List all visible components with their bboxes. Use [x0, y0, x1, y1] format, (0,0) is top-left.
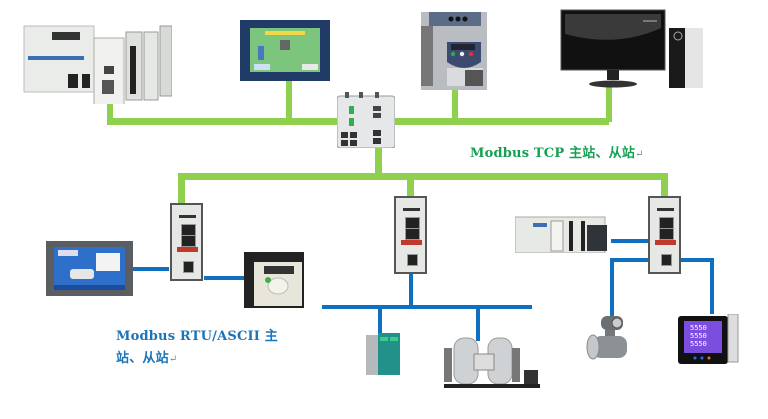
isolator-icon: [366, 333, 400, 375]
core-ethernet-switch[interactable]: [336, 92, 396, 149]
svg-text:5550: 5550: [690, 340, 707, 348]
gateway-3[interactable]: [648, 196, 681, 274]
svg-text:5550: 5550: [690, 332, 707, 340]
ethernet-drop-gw1: [178, 173, 185, 203]
serial-bus-gw2: [322, 305, 532, 309]
serial-link-hmi-gw1: [133, 267, 169, 271]
power-meter[interactable]: 5550 5550 5550: [678, 313, 740, 366]
dryer-icon: [444, 337, 540, 388]
switch-icon: [336, 92, 396, 149]
ethernet-drop-gw3: [661, 173, 668, 197]
ethernet-port-icon: [659, 228, 674, 240]
ethernet-port-icon: [181, 235, 196, 247]
brand-logo: [177, 247, 198, 252]
gateway-2[interactable]: [394, 196, 427, 274]
serial-port-icon: [407, 254, 418, 266]
hmi-icon: [46, 241, 133, 296]
flowmeter-icon: [586, 316, 627, 360]
gateway-led-strip: [657, 208, 674, 211]
ethernet-drop-hmi: [286, 80, 292, 122]
modbus-tcp-label: Modbus TCP 主站、从站↵: [470, 142, 644, 161]
desktop-computer[interactable]: [557, 8, 705, 90]
small-inverter[interactable]: [244, 252, 304, 308]
plc-icon: [514, 216, 607, 254]
modbus-rtu-label-line2: 站、从站: [116, 351, 169, 366]
ethernet-drop-switch: [375, 145, 382, 177]
air-dryer-unit[interactable]: [444, 334, 544, 390]
gateway-led-strip: [403, 208, 420, 211]
return-mark: ↵: [635, 149, 644, 160]
plc-icon: [23, 25, 173, 117]
ethernet-drop-vfd: [452, 90, 458, 122]
serial-bus-gw3-right: [681, 258, 711, 262]
ethernet-drop-plc: [107, 100, 113, 122]
gateway-1[interactable]: [170, 203, 203, 281]
serial-drop-power-meter: [710, 258, 714, 314]
serial-drop-gw2: [409, 274, 413, 306]
brand-logo: [401, 240, 422, 245]
power-meter-icon: 5550 5550 5550: [678, 313, 739, 364]
modbus-rtu-label-line1: Modbus RTU/ASCII 主: [116, 329, 278, 344]
ethernet-port-icon: [405, 228, 420, 240]
modbus-tcp-label-text: Modbus TCP 主站、从站: [470, 146, 636, 161]
vfd-icon: [421, 12, 487, 90]
ethernet-drop-pc: [606, 84, 612, 122]
modbus-rtu-label: Modbus RTU/ASCII 主 站、从站↵: [116, 326, 278, 371]
operator-touch-panel[interactable]: [46, 241, 133, 296]
serial-port-icon: [661, 254, 672, 266]
return-mark: ↵: [168, 354, 178, 365]
ethernet-drop-gw2: [407, 173, 414, 197]
plc-rack[interactable]: [22, 18, 173, 117]
serial-link-plc-gw3: [611, 239, 648, 243]
serial-bus-gw3-left: [610, 258, 648, 262]
modular-plc[interactable]: [514, 213, 610, 254]
serial-drop-flowmeter: [610, 258, 614, 318]
ethernet-bus-lower: [178, 173, 668, 180]
variable-frequency-drive[interactable]: [421, 10, 487, 90]
serial-drop-dryer: [476, 305, 480, 341]
hmi-icon: [240, 20, 330, 81]
computer-icon: [560, 9, 703, 90]
svg-text:5550: 5550: [690, 324, 707, 332]
serial-link-gw1-inverter: [204, 276, 246, 280]
serial-port-icon: [183, 261, 194, 273]
inverter-icon: [244, 252, 304, 308]
signal-isolator[interactable]: [366, 331, 402, 377]
electromagnetic-flowmeter[interactable]: [585, 314, 633, 364]
hmi-touch-panel[interactable]: [240, 20, 330, 81]
serial-drop-isolator: [378, 305, 382, 333]
brand-logo: [655, 240, 676, 245]
gateway-led-strip: [179, 215, 196, 218]
